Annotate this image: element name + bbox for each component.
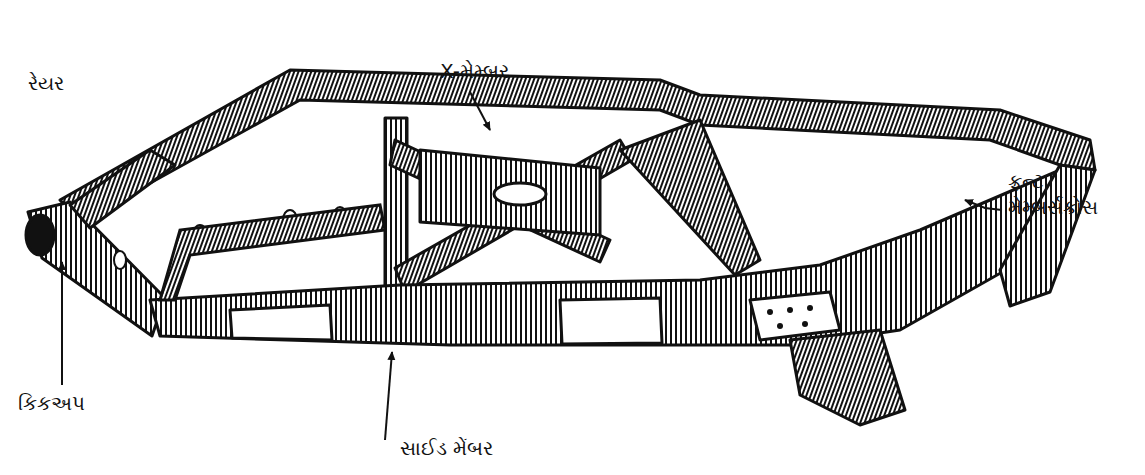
leader-line bbox=[385, 352, 392, 440]
leader-line bbox=[470, 92, 490, 130]
leader-line bbox=[965, 200, 1002, 210]
part-label: કિકઅપ bbox=[18, 390, 158, 416]
leader-line bbox=[61, 262, 63, 385]
part-label: સાઈડ મેંબર bbox=[400, 435, 600, 461]
part-label: X-મેમ્બર bbox=[440, 58, 610, 84]
part-label: ફ્રન્ટ મેમ્બર્સક્રોસ bbox=[1008, 168, 1140, 220]
part-label: રેયર bbox=[28, 70, 148, 96]
